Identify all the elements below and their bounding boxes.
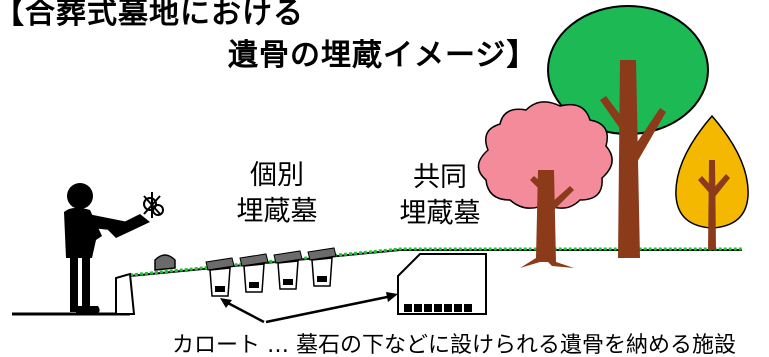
mourner-head [67, 183, 93, 209]
individual-label-line-2: 埋蔵墓 [236, 196, 318, 227]
individual-tombs [205, 247, 337, 297]
individual-burial-label: 個別 埋蔵墓 [222, 158, 332, 230]
retaining-wall [115, 272, 136, 315]
urns [404, 304, 472, 312]
tomb-4 [307, 247, 337, 287]
individual-label-line-1: 個別 [250, 160, 304, 191]
pink-tree-icon [477, 101, 613, 268]
arrow-to-tomb [225, 300, 265, 324]
title-line-1: 【合葬式墓地における [0, 0, 304, 31]
gravestone-icon [154, 254, 176, 271]
yellow-tree-icon [675, 114, 749, 250]
bouquet-icon [108, 192, 164, 238]
joint-label-line-2: 埋蔵墓 [399, 198, 481, 229]
green-tree-icon [547, 5, 709, 258]
mourner-body [64, 207, 102, 258]
mourner-shoe [76, 306, 100, 314]
arrow-head-2 [386, 292, 398, 302]
karoto-caption: カロート … 墓石の下などに設けられる遺骨を納める施設 [172, 333, 736, 357]
mourner-figure [64, 183, 128, 314]
joint-burial-chamber [397, 253, 487, 315]
tomb-1 [205, 257, 235, 297]
joint-label-line-1: 共同 [413, 162, 467, 193]
mourner-leg-left [70, 256, 78, 312]
tomb-2 [239, 253, 269, 293]
arrow-to-chamber [265, 294, 393, 324]
mourner-leg-right [82, 256, 90, 310]
joint-burial-label: 共同 埋蔵墓 [390, 160, 490, 232]
tomb-3 [273, 250, 303, 290]
arrow-head-1 [220, 298, 232, 308]
title-line-2: 遺骨の埋蔵イメージ】 [228, 38, 538, 73]
